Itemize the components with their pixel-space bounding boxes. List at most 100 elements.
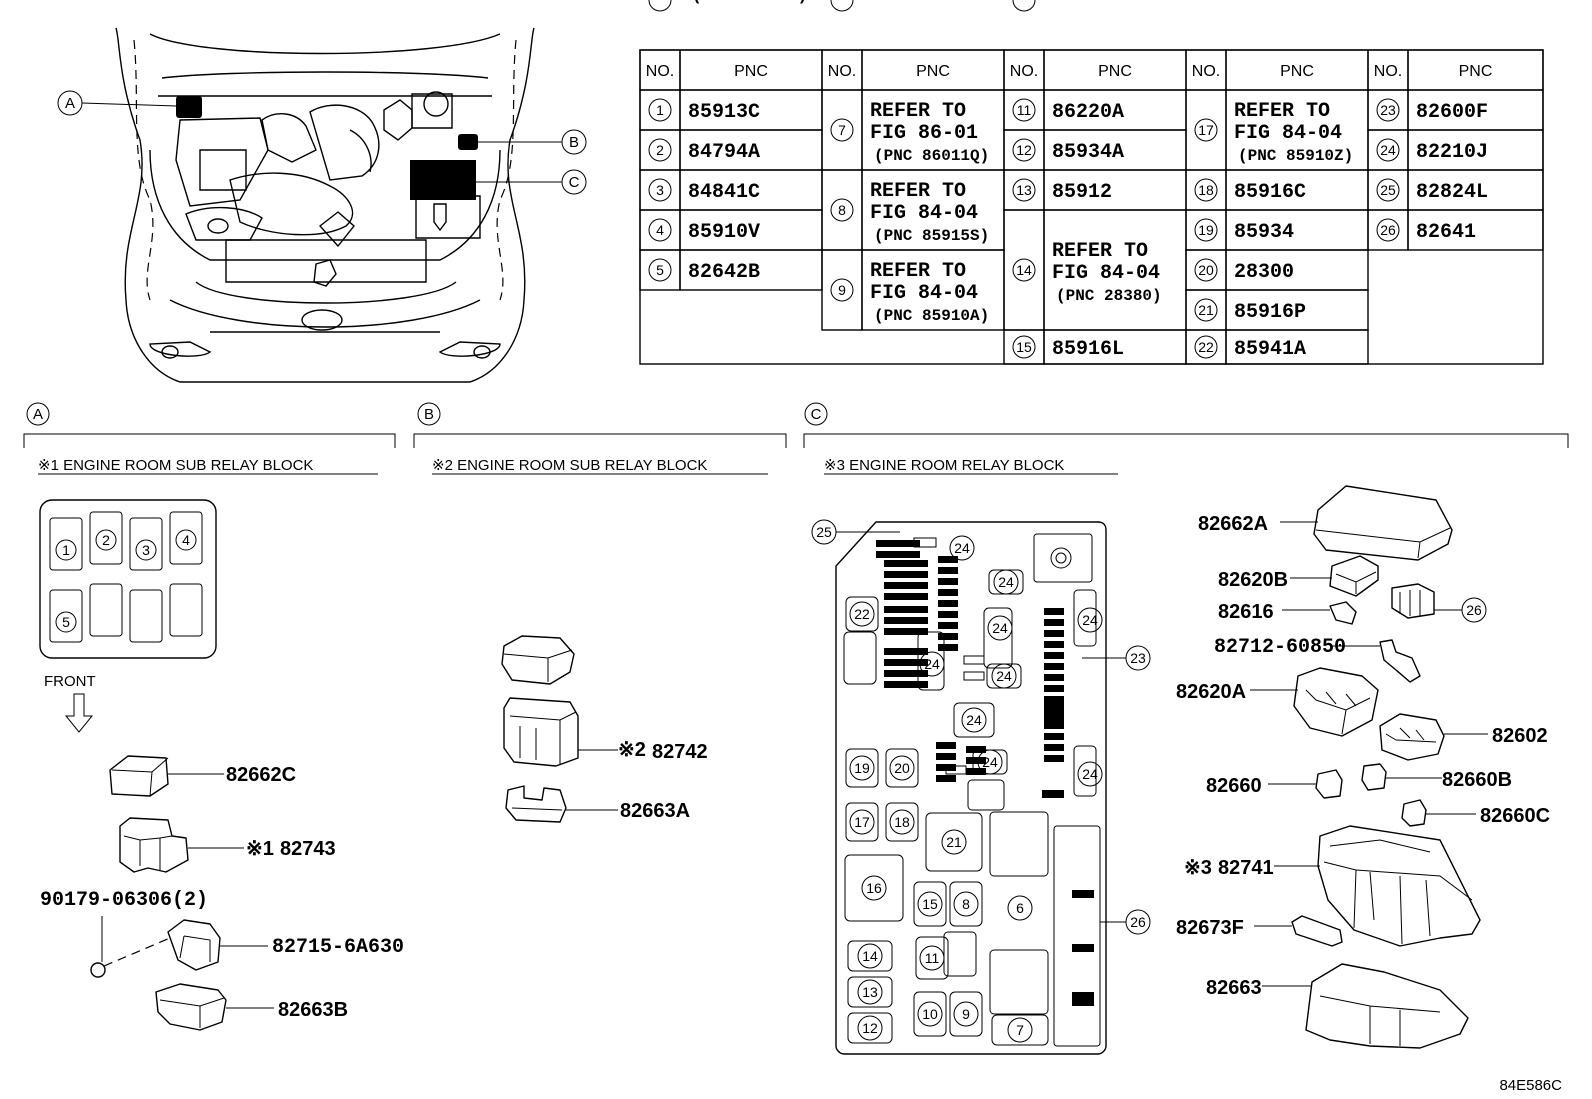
table-pnc: 82642B bbox=[688, 261, 760, 284]
table-no-circle bbox=[1012, 0, 1036, 12]
table-no-circle bbox=[1012, 98, 1036, 122]
block-item-circle bbox=[961, 707, 987, 733]
part-82663b: 82663B bbox=[278, 999, 348, 1021]
table-no-circle bbox=[1012, 258, 1036, 282]
table-pnc-line: (PNC 85915S) bbox=[874, 227, 989, 245]
block-item-circle bbox=[953, 891, 979, 917]
table-no: 22 bbox=[1198, 339, 1214, 355]
table-no: 10 bbox=[834, 0, 850, 3]
table-no-circle bbox=[1194, 218, 1218, 242]
fuse-slot bbox=[1044, 663, 1064, 670]
part-90179: 90179-06306(2) bbox=[40, 889, 208, 912]
fuse-slot bbox=[1044, 718, 1064, 725]
part-82741: 82741 bbox=[1218, 857, 1274, 879]
block-item-circle bbox=[857, 943, 883, 969]
block-item-circle bbox=[1007, 1017, 1033, 1043]
table-no: 23 bbox=[1380, 102, 1396, 118]
block-item-i24: 24 bbox=[992, 620, 1008, 636]
table-no-circle bbox=[1194, 178, 1218, 202]
block-item-circle bbox=[917, 1001, 943, 1027]
table-no-circle bbox=[830, 198, 854, 222]
table-no: 7 bbox=[838, 122, 846, 138]
table-no: 14 bbox=[1016, 262, 1032, 278]
fuse-slot bbox=[884, 571, 904, 578]
part-82741-mark: ※3 bbox=[1184, 857, 1212, 879]
parts-group-b: ※2 82742 82663A bbox=[501, 635, 708, 823]
table-no: 20 bbox=[1198, 262, 1214, 278]
table-pnc-line: REFER TO bbox=[1234, 100, 1330, 123]
fuse-slot bbox=[884, 560, 904, 567]
table-header-pnc: PNC bbox=[1098, 63, 1132, 80]
block-c-callouts: 25 23 26 bbox=[811, 519, 1151, 935]
fuse-slot bbox=[1044, 608, 1064, 615]
block-item-i24: 24 bbox=[996, 668, 1012, 684]
part-82602: 82602 bbox=[1492, 725, 1548, 747]
slot-2-label: 2 bbox=[102, 532, 110, 548]
table-pnc: 82641 bbox=[1416, 221, 1476, 244]
part-82663: 82663 bbox=[1206, 977, 1262, 999]
block-item-circle bbox=[849, 809, 875, 835]
fuse-slot bbox=[936, 742, 956, 749]
table-pnc: 85926 bbox=[1052, 0, 1112, 7]
fuse-slot bbox=[1072, 998, 1094, 1006]
block-item-circle bbox=[889, 755, 915, 781]
block-item-i24: 24 bbox=[966, 712, 982, 728]
fuse-slot bbox=[908, 582, 928, 589]
fuse-slot bbox=[908, 617, 928, 624]
section-c-letter: C bbox=[811, 406, 822, 423]
fuse-slot bbox=[938, 589, 958, 596]
block-item-i24: 24 bbox=[998, 574, 1014, 590]
fuse-slot bbox=[1044, 755, 1064, 762]
callout-26: 26 bbox=[1130, 914, 1146, 930]
part-82663a: 82663A bbox=[620, 800, 690, 822]
fuse-slot bbox=[1044, 733, 1064, 740]
table-pnc: 81240F bbox=[870, 0, 942, 7]
part-82620a: 82620A bbox=[1176, 681, 1246, 703]
fuse-slot bbox=[876, 540, 896, 547]
block-item-i7: 7 bbox=[1016, 1022, 1024, 1038]
fuse-slot bbox=[884, 648, 904, 655]
fuse-slot bbox=[908, 628, 928, 635]
table-pnc-line: FIG 84-04 bbox=[1234, 122, 1342, 145]
table-no-circle bbox=[648, 258, 672, 282]
fuse-slot bbox=[896, 659, 916, 666]
table-no-circle bbox=[648, 178, 672, 202]
block-item-circle bbox=[949, 535, 975, 561]
table-pnc: 85916P bbox=[1234, 301, 1306, 324]
figure-id: 84E586C bbox=[1499, 1077, 1562, 1094]
fuse-slot bbox=[1044, 619, 1064, 626]
fuse-slot bbox=[896, 571, 916, 578]
callout-a-label: A bbox=[65, 95, 75, 112]
table-no-circle bbox=[1012, 178, 1036, 202]
table-pnc: 85934A bbox=[1052, 141, 1124, 164]
slot-5-label: 5 bbox=[62, 614, 70, 630]
table-pnc-line: REFER TO bbox=[870, 100, 966, 123]
table-no-circle bbox=[648, 0, 672, 12]
block-item-circle bbox=[987, 615, 1013, 641]
fuse-slot bbox=[908, 593, 928, 600]
fuse-slot bbox=[884, 681, 904, 688]
part-82673f: 82673F bbox=[1176, 917, 1244, 939]
block-item-i6: 6 bbox=[1016, 900, 1024, 916]
block-item-i24: 24 bbox=[982, 754, 998, 770]
block-item-i10: 10 bbox=[922, 1006, 938, 1022]
fuse-slot bbox=[1044, 700, 1064, 707]
fuse-slot bbox=[908, 560, 928, 567]
fuse-slot bbox=[938, 611, 958, 618]
table-header-pnc: PNC bbox=[1280, 63, 1314, 80]
fuse-slot bbox=[1044, 696, 1064, 703]
table-no-circle bbox=[1194, 335, 1218, 359]
block-item-circle bbox=[857, 979, 883, 1005]
section-a-letter: A bbox=[33, 406, 43, 423]
table-pnc: 28300 bbox=[1234, 261, 1294, 284]
slot-4-label: 4 bbox=[182, 532, 190, 548]
block-item-circle bbox=[917, 891, 943, 917]
table-header-pnc: PNC bbox=[734, 63, 768, 80]
part-82662c: 82662C bbox=[226, 764, 296, 786]
table-pnc: 84794A bbox=[688, 141, 760, 164]
block-item-i8: 8 bbox=[962, 896, 970, 912]
fuse-slot bbox=[896, 540, 916, 547]
fuse-slot bbox=[966, 746, 986, 753]
